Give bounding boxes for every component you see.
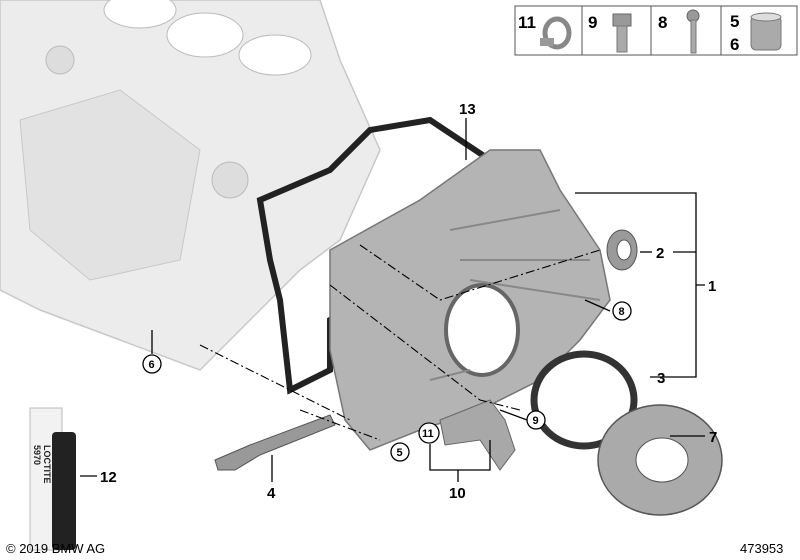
callout-5: 5	[397, 447, 403, 459]
diagram-number: 473953	[740, 541, 783, 556]
legend-label-9: 9	[588, 13, 597, 32]
callout-12: 12	[100, 469, 117, 486]
legend-label-6: 6	[730, 35, 739, 54]
callout-13: 13	[459, 101, 476, 118]
callout-6: 6	[149, 359, 155, 371]
engine-block	[0, 0, 381, 371]
sensor-part-4	[214, 414, 336, 471]
long-bolt-icon	[686, 9, 700, 54]
timing-cover-part-1	[329, 149, 611, 451]
hex-bolt-icon	[612, 13, 632, 53]
callout-circle-9	[526, 410, 546, 430]
gasket-ring-part-3	[530, 350, 638, 450]
sealant-brand-text: LOCTITE	[42, 445, 52, 484]
callout-7: 7	[709, 429, 717, 446]
callout-1: 1	[708, 278, 716, 295]
sealant-cartridge-part-12: LOCTITE 5970	[29, 407, 76, 551]
callout-4: 4	[267, 485, 276, 502]
legend-label-8: 8	[658, 13, 667, 32]
callout-circle-8	[612, 301, 632, 321]
hose-clamp-icon	[540, 16, 572, 50]
callout-circle-6	[142, 354, 162, 374]
sleeve-icon	[750, 12, 782, 51]
fastener-legend: 11 9 8 5 6	[514, 5, 798, 56]
callout-8: 8	[619, 306, 625, 318]
callout-3: 3	[657, 370, 665, 387]
sealant-number-text: 5970	[32, 445, 42, 465]
callout-circle-5	[390, 442, 410, 462]
leader-lines	[80, 118, 705, 482]
copyright: © 2019 BMW AG	[6, 541, 105, 556]
callout-circle-11	[418, 422, 440, 444]
sensor-wheel-part-7	[597, 404, 723, 516]
assembly-lines	[199, 244, 601, 441]
bracket-part-10	[439, 399, 516, 471]
callout-11: 11	[422, 428, 434, 440]
callout-10: 10	[449, 485, 466, 502]
callout-2: 2	[656, 245, 664, 262]
legend-label-11: 11	[518, 13, 536, 32]
callout-9: 9	[533, 415, 539, 427]
legend-label-5: 5	[730, 12, 739, 31]
shaft-seal-part-2	[606, 229, 638, 271]
